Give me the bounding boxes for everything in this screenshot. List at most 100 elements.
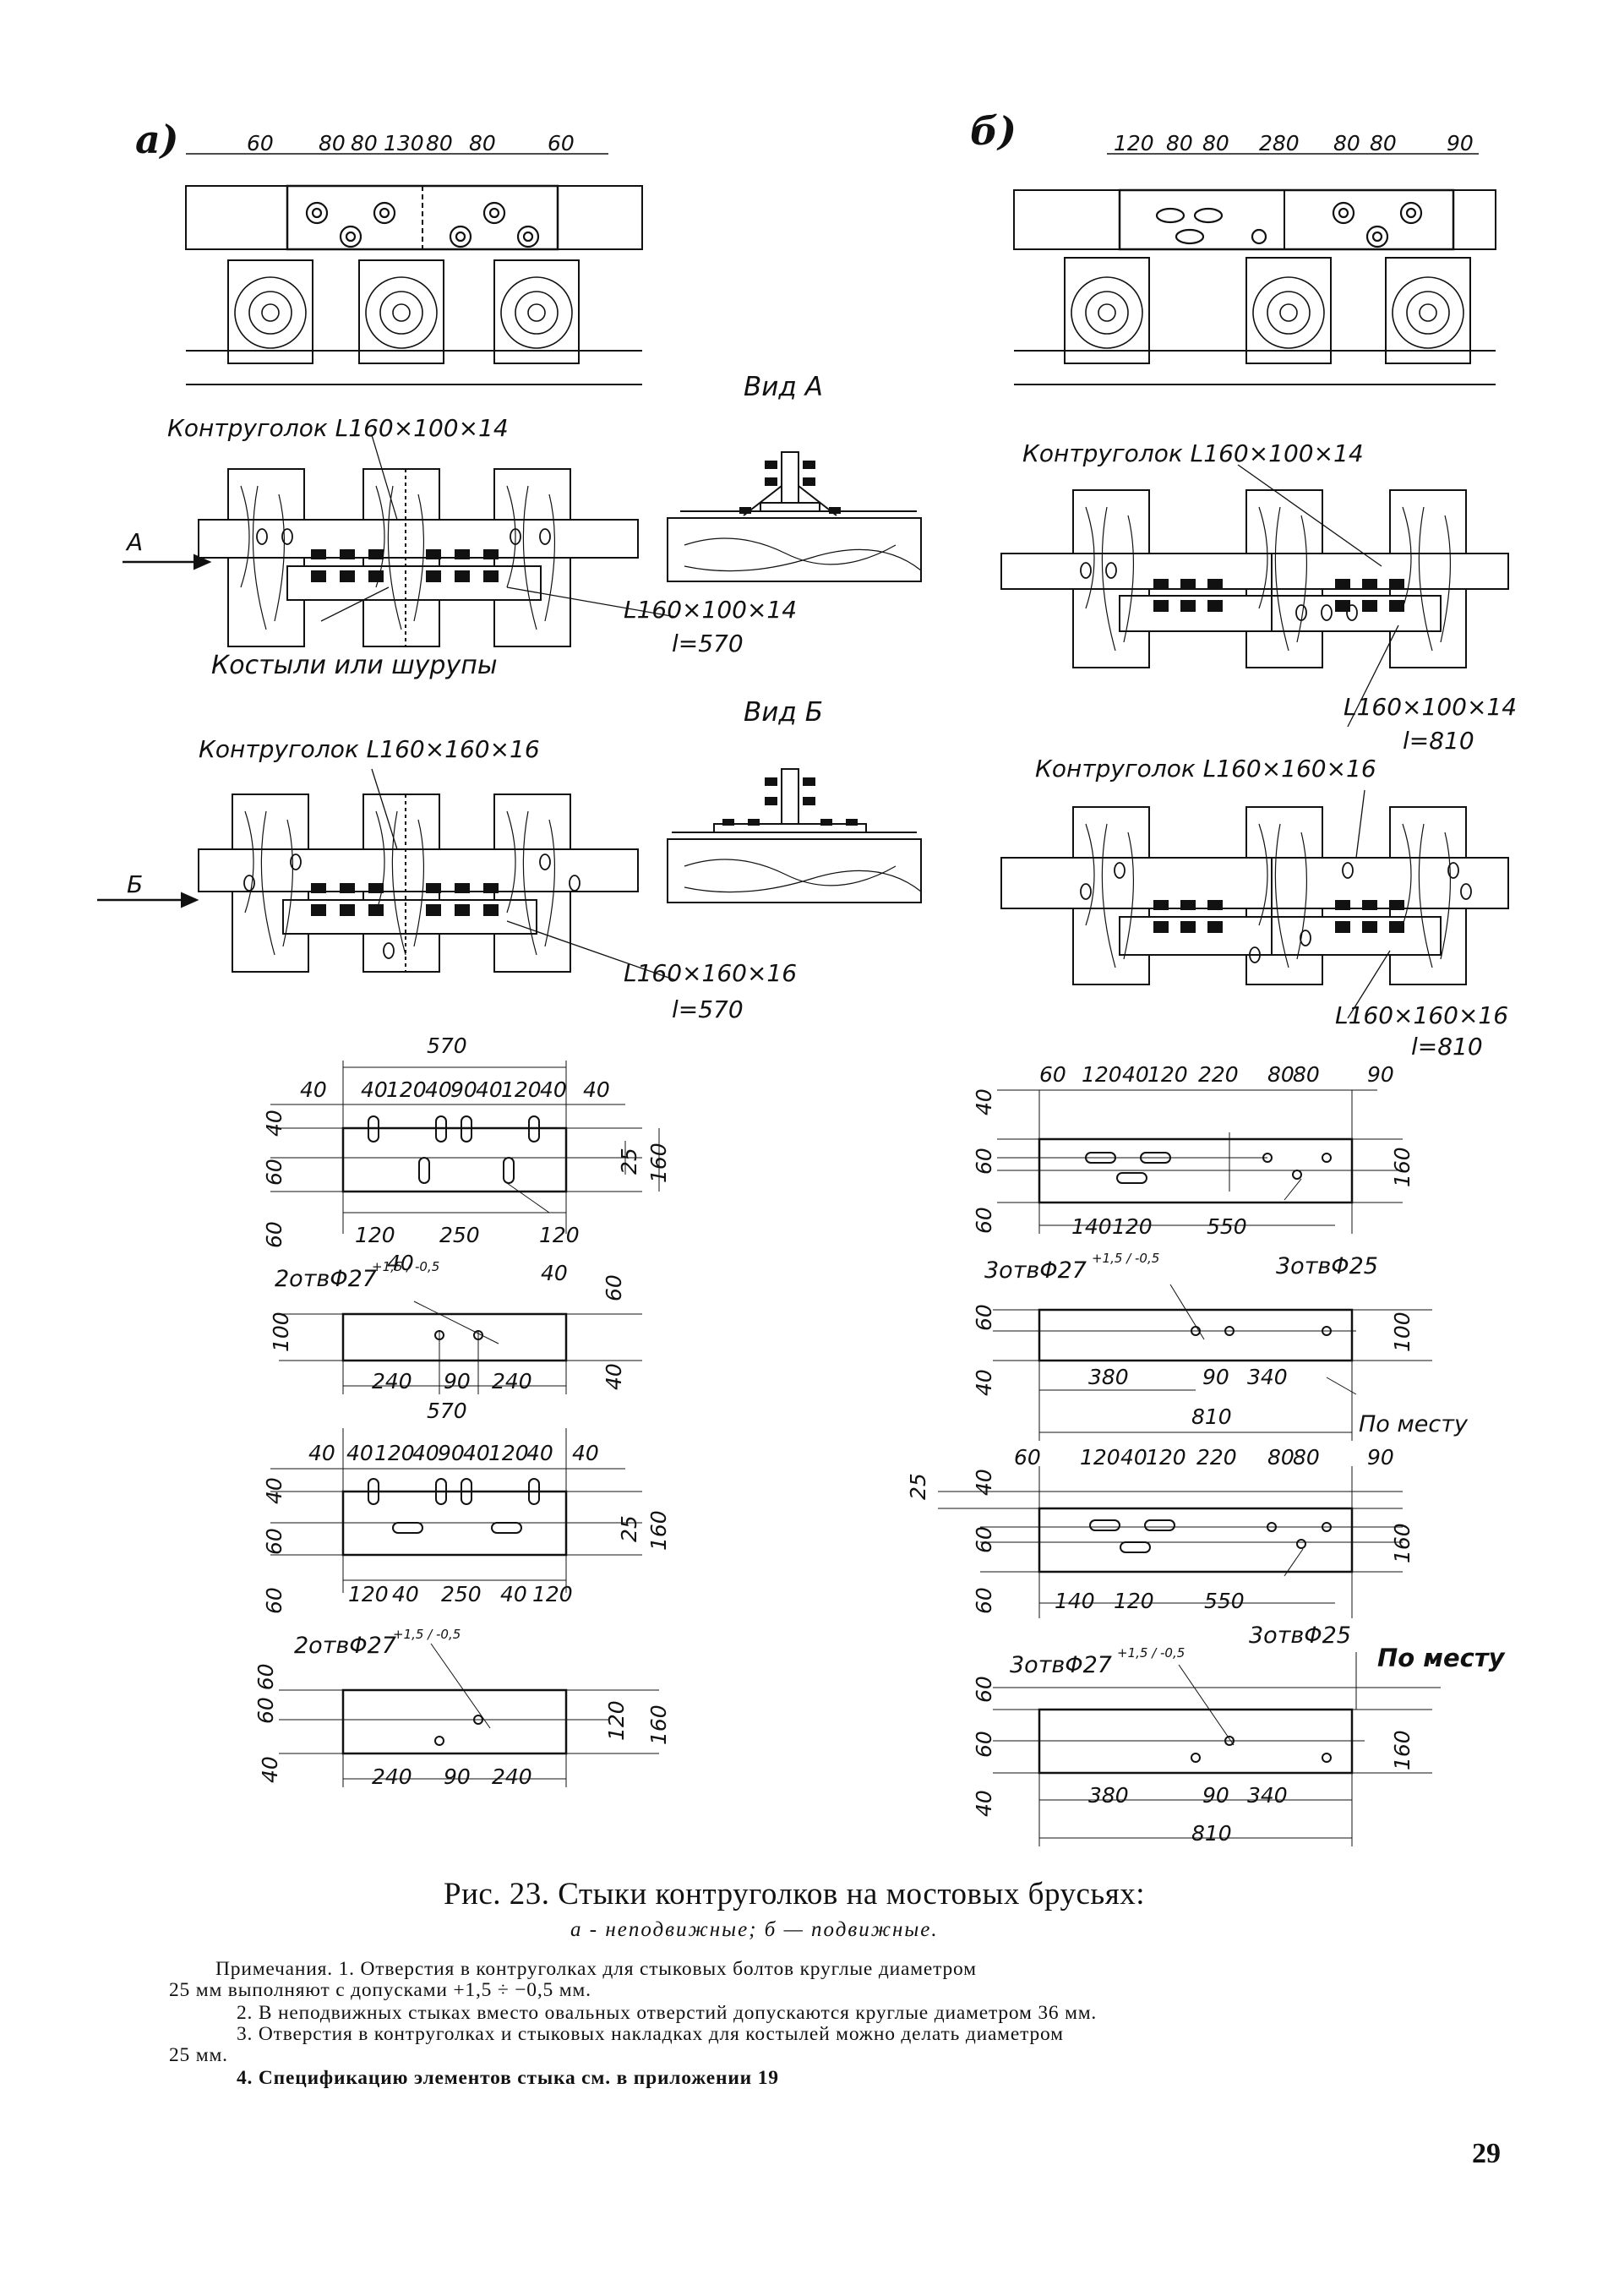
dim: 90 (444, 1764, 471, 1789)
dim: 120 (539, 1223, 580, 1247)
dim: 120 (532, 1582, 573, 1606)
figure-caption: Рис. 23. Стыки контругол­ков на мостовых… (444, 1877, 1146, 1912)
dim: 80 (1370, 131, 1397, 155)
dim: 130 (384, 131, 424, 155)
elevation-a2 (93, 786, 634, 980)
dim: 120 (501, 1077, 542, 1102)
dim: 90 (438, 1441, 465, 1465)
note-1b: 25 мм выполняют с допусками +1,5 ÷ −0,5 … (169, 1979, 591, 2001)
dim: 120 (348, 1582, 389, 1606)
note-2: 2. В неподвижных стыках вместо овальных … (237, 2002, 1098, 2024)
v-40-c: 40 (602, 1363, 626, 1390)
label-kontrugolok-a2: Контругол­ок L160×160×16 (199, 735, 540, 763)
dim: 120 (386, 1077, 427, 1102)
dim: 60 (1039, 1062, 1066, 1087)
dim: 90 (1367, 1062, 1394, 1087)
dim: 80 (1267, 1445, 1294, 1470)
dim: 120 (1114, 1589, 1154, 1613)
note-3a: 3. Отверстия в контругол­ках и стыковых … (237, 2023, 1064, 2045)
kostyli-label: Костыли или шурупы (211, 651, 498, 680)
v-60-c: 60 (602, 1274, 626, 1301)
note-4: 4. Спецификацию элементов стыка см. в пр… (237, 2067, 779, 2089)
dim: 90 (1447, 131, 1474, 155)
angle-100-b-label: L160×100×14 (1344, 693, 1518, 721)
dim: 340 (1247, 1783, 1288, 1808)
elevation-a1 (118, 452, 659, 646)
dim: 550 (1207, 1214, 1247, 1239)
length-b1: l=810 (1403, 727, 1474, 755)
dim: 120 (1114, 131, 1154, 155)
dim: 340 (1247, 1365, 1288, 1389)
dim: 80 (1293, 1062, 1320, 1087)
dim-160-c: 160 (646, 1704, 671, 1745)
dim: 250 (441, 1582, 482, 1606)
r-v-25: 25 (906, 1473, 930, 1500)
panel-b-label: б) (970, 108, 1017, 154)
plan-view-b (1006, 152, 1513, 397)
detail-left-3 (270, 1428, 693, 1614)
note-3b: 25 мм. (169, 2044, 228, 2066)
dim: 40 (1120, 1445, 1147, 1470)
dim: 380 (1088, 1365, 1129, 1389)
dim: 80 (426, 131, 453, 155)
dim: 80 (1293, 1445, 1320, 1470)
dim-120: 120 (604, 1700, 629, 1741)
dim: 80 (469, 131, 496, 155)
view-a-title: Вид А (744, 372, 823, 402)
v-60-d: 60 (262, 1528, 286, 1555)
dim: 40 (526, 1441, 553, 1465)
r-v-60-e: 60 (972, 1587, 996, 1614)
r-dim-100: 100 (1390, 1312, 1414, 1352)
dim: 120 (1146, 1445, 1186, 1470)
dim: 40 (1122, 1062, 1149, 1087)
r-v-40-c: 40 (972, 1369, 996, 1396)
dim: 120 (355, 1223, 395, 1247)
dim-40-bot2: 40 (541, 1261, 568, 1285)
note-1a: Примечания. 1. Отверстия в контругол­ках… (215, 1958, 977, 1980)
view-b-section (663, 748, 925, 917)
r-holes-3x27-b: 3отвΦ27 (1010, 1652, 1112, 1678)
dim: 80 (1333, 131, 1360, 155)
v-60-a: 60 (262, 1159, 286, 1186)
holes-2x27-b-tol: +1,5 / -0,5 (393, 1627, 461, 1642)
angle-100-a-label: L160×100×14 (624, 596, 798, 624)
dim: 90 (1202, 1783, 1229, 1808)
view-b-title: Вид Б (744, 697, 823, 728)
r-total-810-a: 810 (1191, 1404, 1232, 1429)
label-kontrugolok-b2: Контругол­ок L160×160×16 (1035, 755, 1376, 783)
dim: 40 (392, 1582, 419, 1606)
r-v-60-f: 60 (972, 1676, 996, 1703)
dim: 280 (1259, 131, 1300, 155)
figure-legend: а - неподвижные; б — подвижные. (570, 1918, 939, 1941)
dim: 240 (492, 1764, 532, 1789)
detail-left-2 (279, 1289, 659, 1407)
dim-40-bot1: 40 (387, 1251, 414, 1275)
r-holes-3x25-a: 3отвΦ25 (1276, 1253, 1378, 1279)
dim: 140 (1071, 1214, 1112, 1239)
plan-view-a (169, 152, 659, 397)
r-v-40-f: 40 (972, 1790, 996, 1817)
v-40-a: 40 (262, 1110, 286, 1137)
dim: 40 (463, 1441, 490, 1465)
dim: 240 (372, 1764, 412, 1789)
dim: 120 (488, 1441, 529, 1465)
dim: 240 (492, 1369, 532, 1393)
dim: 80 (1202, 131, 1229, 155)
dim: 40 (500, 1582, 527, 1606)
v-40-d: 40 (262, 1477, 286, 1504)
detail-right-3 (929, 1466, 1453, 1635)
elevation-b1 (993, 473, 1517, 684)
r-v-60-c: 60 (972, 1304, 996, 1331)
dim: 80 (319, 131, 346, 155)
dim: 220 (1196, 1445, 1237, 1470)
dim: 120 (1147, 1062, 1188, 1087)
dim: 80 (1267, 1062, 1294, 1087)
length-a1: l=570 (672, 630, 744, 657)
r-holes-3x25-b: 3отвΦ25 (1249, 1622, 1351, 1649)
dim: 60 (548, 131, 575, 155)
label-kontrugolok-b1: Контругол­ок L160×100×14 (1022, 439, 1364, 467)
dim: 40 (346, 1441, 373, 1465)
total-570-a: 570 (427, 1033, 467, 1058)
r-dim-160-c: 160 (1390, 1730, 1414, 1770)
detail-left-1 (270, 1061, 693, 1263)
